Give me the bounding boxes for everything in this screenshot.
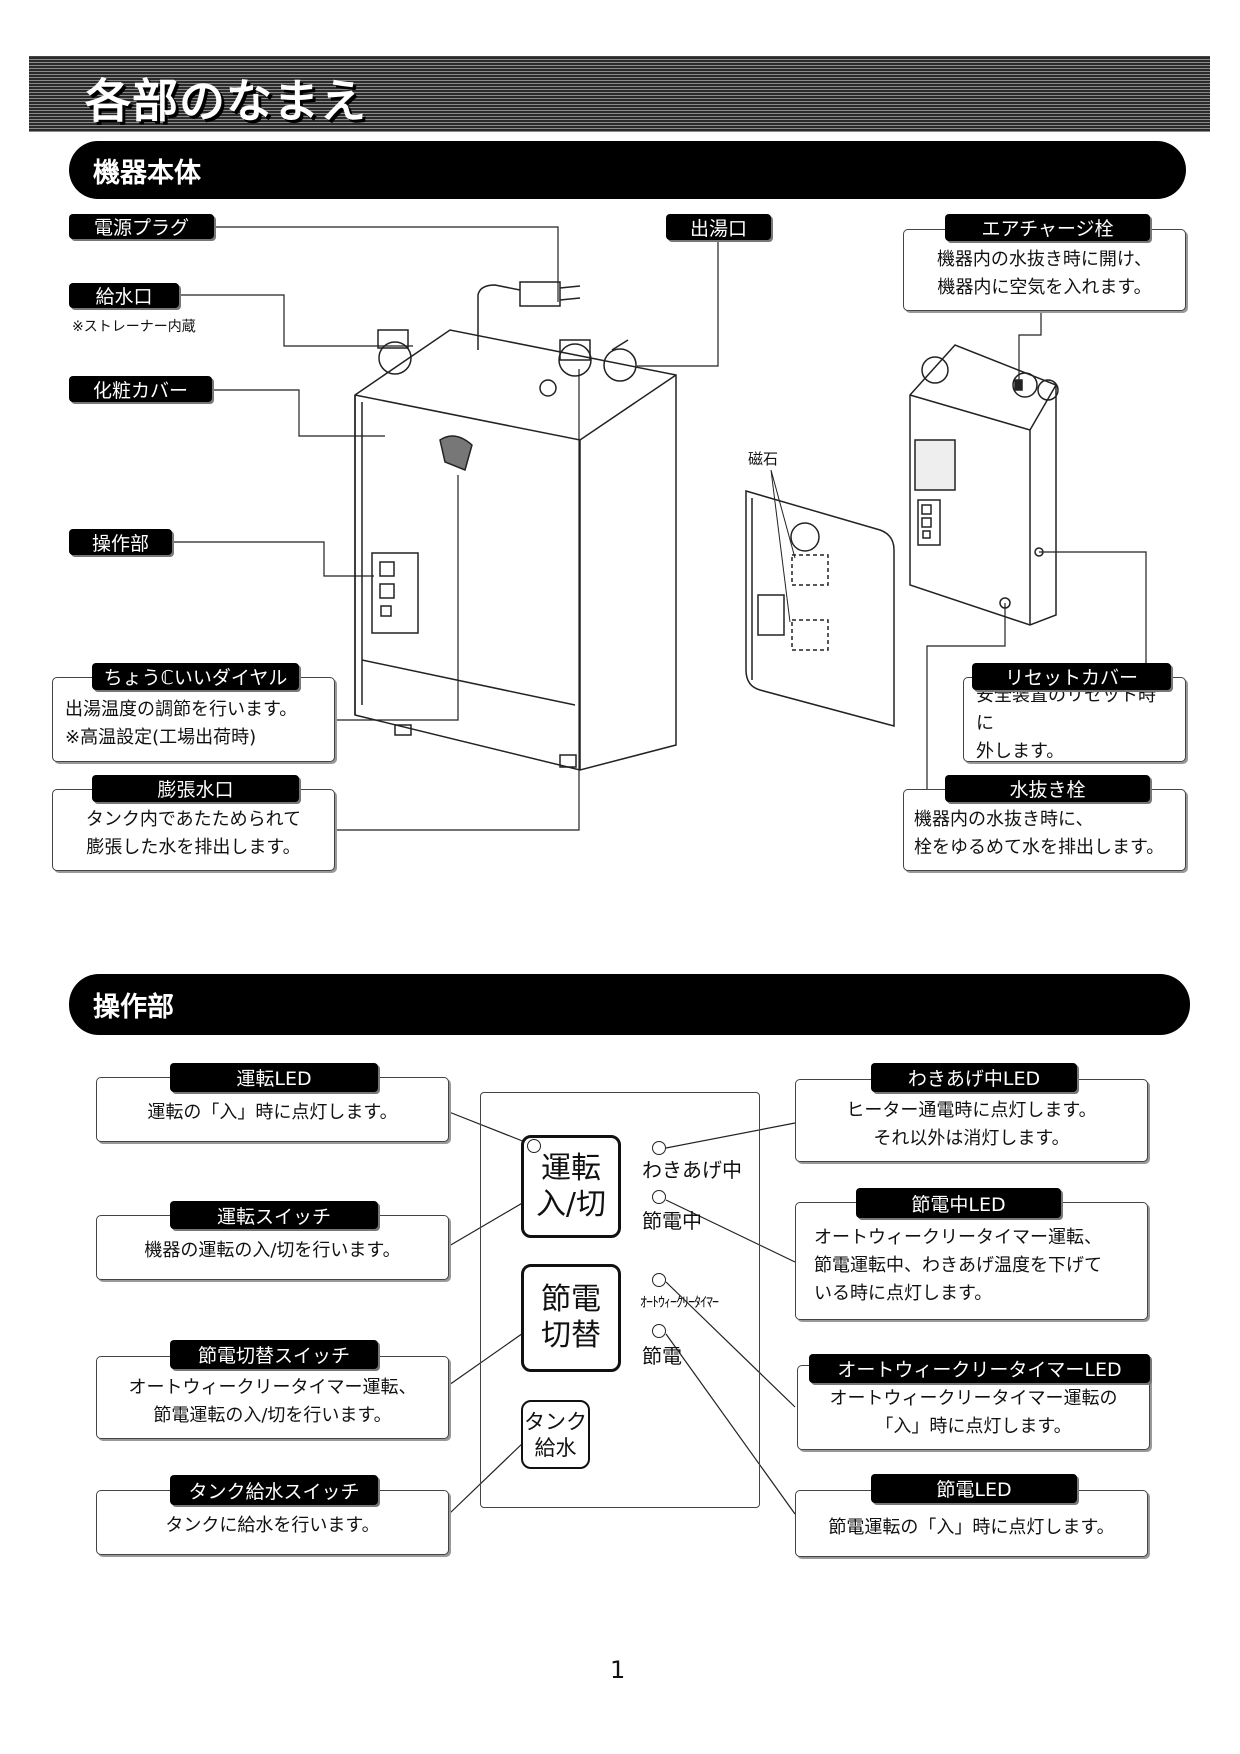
label-water-inlet: 給水口 [69, 283, 179, 308]
button-label: 入/切 [535, 1186, 607, 1222]
callout-text: タンク内であたためられて [85, 809, 302, 830]
section-header-body: 機器本体 [69, 141, 1186, 199]
button-label: 節電 [541, 1282, 601, 1317]
power-save-toggle-button[interactable]: 節電 切替 [521, 1264, 621, 1372]
label-weekly-timer-led: オートウィークリータイマーLED [809, 1354, 1150, 1383]
callout-run-switch: 機器の運転の入/切を行います。 [96, 1215, 449, 1280]
button-label: 運転 [541, 1150, 601, 1186]
callout-save-switch: オートウィークリータイマー運転、 節電運転の入/切を行います。 [96, 1356, 449, 1439]
main-unit-drawing [354, 281, 677, 771]
callout-text: 膨張した水を排出します。 [86, 837, 301, 858]
label-drain: 水抜き栓 [945, 775, 1150, 802]
opened-unit-drawing [909, 344, 1059, 626]
callout-text: 機器内に空気を入れます。 [937, 277, 1152, 298]
label-hot-water-outlet: 出湯口 [666, 214, 771, 240]
weekly-timer-led-icon [652, 1273, 666, 1287]
label-save-switch: 節電切替スイッチ [170, 1340, 378, 1369]
control-panel [480, 1092, 760, 1508]
button-label: タンク [524, 1409, 587, 1434]
callout-text: 機器の運転の入/切を行います。 [144, 1239, 401, 1261]
led-label-saving-active: 節電中 [642, 1209, 702, 1233]
callout-text: いる時に点灯します。 [814, 1283, 993, 1304]
label-tank-switch: タンク給水スイッチ [170, 1475, 378, 1505]
callout-air-charge: 機器内の水抜き時に開け、 機器内に空気を入れます。 [903, 229, 1186, 311]
callout-text: オートウィークリータイマー運転の [829, 1387, 1118, 1409]
label-saving-active-led: 節電中LED [856, 1188, 1061, 1218]
callout-text: ヒーター通電時に点灯します。 [846, 1099, 1097, 1121]
callout-text: 出湯温度の調節を行います。 [65, 698, 298, 720]
label-heating-led: わきあげ中LED [871, 1063, 1077, 1092]
callout-text: 外します。 [976, 740, 1065, 762]
callout-text: タンクに給水を行います。 [165, 1514, 380, 1536]
led-label-saving: 節電 [642, 1344, 682, 1368]
saving-led-icon [652, 1324, 666, 1338]
callout-text: ※高温設定(工場出荷時) [65, 726, 257, 748]
label-magnet: 磁石 [748, 450, 779, 468]
leader-lines-body [172, 226, 1147, 831]
callout-reset-cover: 安全装置のリセット時に 外します。 [963, 677, 1186, 762]
callout-text: 機器内の水抜き時に開け、 [936, 249, 1153, 270]
label-dial: ちょうℂいいダイヤル [92, 663, 299, 690]
callout-drain: 機器内の水抜き時に、 栓をゆるめて水を排出します。 [903, 789, 1186, 871]
tank-fill-button[interactable]: タンク 給水 [521, 1400, 590, 1469]
label-control-unit: 操作部 [69, 529, 172, 555]
callout-text: 節電運転の「入」時に点灯します。 [828, 1516, 1115, 1538]
callout-saving-active-led: オートウィークリータイマー運転、 節電運転中、わきあげ温度を下げて いる時に点灯… [795, 1202, 1148, 1320]
callout-text: オートウィークリータイマー運転、 [814, 1227, 1102, 1248]
callout-text: 節電運転の入/切を行います。 [153, 1404, 392, 1426]
callout-text: 「入」時に点灯します。 [875, 1415, 1072, 1437]
callout-text: それ以外は消灯します。 [873, 1127, 1070, 1149]
label-air-charge: エアチャージ栓 [945, 214, 1150, 241]
led-label-weekly-timer: ｵｰﾄｳｨｰｸﾘｰﾀｲﾏｰ [640, 1295, 719, 1311]
run-on-off-button[interactable]: 運転 入/切 [521, 1135, 621, 1238]
section-header-controls: 操作部 [69, 974, 1190, 1035]
page-title-banner: 各部のなまえ [29, 56, 1210, 132]
page-number: 1 [610, 1656, 626, 1684]
label-reset-cover: リセットカバー [972, 663, 1171, 690]
label-expansion: 膨張水口 [92, 775, 299, 802]
heating-led-icon [652, 1141, 666, 1155]
saving-active-led-icon [652, 1190, 666, 1204]
label-run-led: 運転LED [170, 1063, 378, 1092]
cosmetic-cover-drawing [745, 469, 895, 727]
callout-text: オートウィークリータイマー運転、 [128, 1376, 417, 1398]
callout-dial: 出湯温度の調節を行います。 ※高温設定(工場出荷時) [52, 677, 335, 762]
callout-text: 運転の「入」時に点灯します。 [147, 1101, 398, 1123]
water-inlet-note: ※ストレーナー内蔵 [72, 319, 196, 335]
page-title: 各部のなまえ [85, 74, 367, 128]
callout-text: 節電運転中、わきあげ温度を下げて [814, 1255, 1102, 1276]
button-label: 切替 [541, 1318, 601, 1353]
callout-text: 機器内の水抜き時に、 [914, 809, 1094, 830]
run-led-icon [527, 1139, 541, 1153]
button-label: 給水 [534, 1435, 577, 1460]
label-power-plug: 電源プラグ [69, 214, 214, 239]
label-saving-led: 節電LED [871, 1474, 1077, 1503]
led-label-heating: わきあげ中 [642, 1158, 742, 1182]
callout-expansion: タンク内であたためられて 膨張した水を排出します。 [52, 789, 335, 871]
label-cosmetic-cover: 化粧カバー [69, 376, 212, 402]
label-run-switch: 運転スイッチ [170, 1201, 378, 1229]
callout-text: 栓をゆるめて水を排出します。 [914, 837, 1165, 858]
